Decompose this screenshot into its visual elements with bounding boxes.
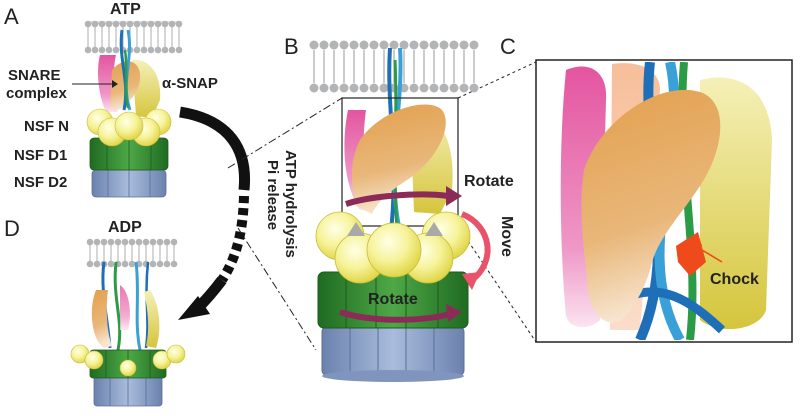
rotate-label-bottom: Rotate <box>368 291 418 308</box>
alpha-snap-label: α-SNAP <box>162 75 218 92</box>
panel-d <box>70 238 186 407</box>
panel-c <box>535 59 793 343</box>
nsf-d1-label: NSF D1 <box>14 147 67 164</box>
nsf-n-d <box>70 344 186 377</box>
panel-b <box>309 40 491 382</box>
rotate-label-top: Rotate <box>464 173 514 190</box>
rotate-arrow-bottom <box>339 309 451 323</box>
snare-label-line2: complex <box>6 85 68 102</box>
snare-label-line1: SNARE <box>8 67 61 84</box>
hydrolysis-label-line1: ATP hydrolysis <box>282 150 299 258</box>
nsf-n-label: NSF N <box>24 118 69 135</box>
move-label: Move <box>498 216 515 257</box>
chock-label: Chock <box>710 271 759 288</box>
chock-region <box>676 232 706 276</box>
panel-label-d: D <box>4 216 20 241</box>
nsf-d1-a <box>89 137 169 171</box>
membrane-d <box>86 238 178 268</box>
alpha-snap-b <box>351 104 446 214</box>
nsf-d2-d <box>93 375 163 407</box>
panel-label-a: A <box>4 4 19 29</box>
alpha-snap-c <box>581 89 721 323</box>
nsf-n-b <box>315 211 471 284</box>
hydrolysis-label-line2: Pi release <box>264 160 281 230</box>
adp-label: ADP <box>108 219 142 236</box>
nsf-n-a <box>86 108 172 147</box>
atp-label: ATP <box>110 1 141 18</box>
panel-a <box>72 20 183 198</box>
hydrolysis-arrow <box>178 106 251 320</box>
membrane-a <box>84 20 183 54</box>
nsf-d2-b <box>321 325 465 382</box>
nsf-d2-a <box>91 169 167 198</box>
nsf-d2-label: NSF D2 <box>14 174 67 191</box>
membrane-b <box>309 40 479 93</box>
rotate-arrow-top <box>345 191 449 207</box>
panel-label-c: C <box>500 34 516 59</box>
panel-label-b: B <box>284 34 299 59</box>
